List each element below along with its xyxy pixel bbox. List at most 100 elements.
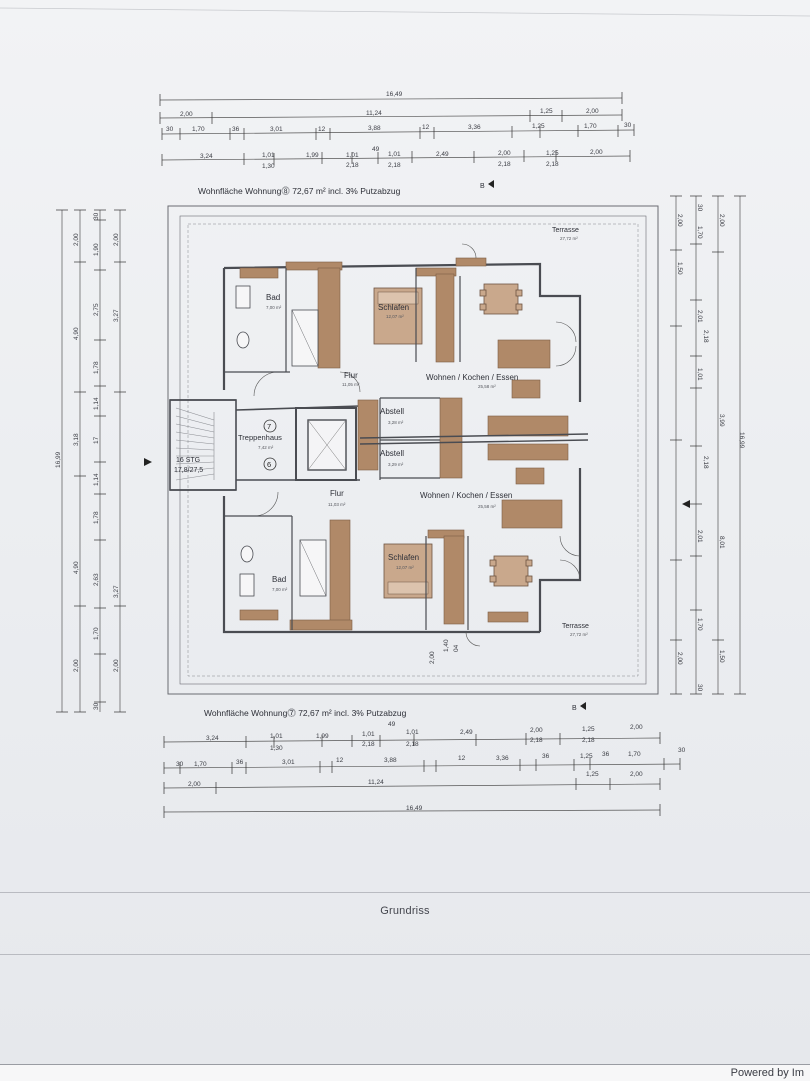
dim-right-o3: 1,50 [718,650,725,663]
dim-right-total: 16,99 [738,432,745,449]
dim-left-t0: 2,00 [113,233,120,246]
dim-top-left: 2,00 [180,111,193,118]
dim-bot-r2-4: 12 [336,757,344,764]
dim-right-o1: 3,99 [718,414,725,427]
dimension-chain-right [670,195,746,695]
room-flur-top-area: 11,05 m² [342,382,360,387]
dim-top-r3-10: 30 [624,122,632,129]
dim-right-i5: 2,18 [702,456,709,469]
dim-top-r3-9: 1,70 [584,123,597,130]
dim-bot-r2-8: 36 [542,753,550,760]
room-abstell-bottom: Abstell [380,449,404,458]
room-wohnen-bottom: Wohnen / Kochen / Essen [420,491,512,500]
dim-top-r4-3: 1,01 [346,152,359,159]
room-bad-bottom-area: 7,00 m² [272,587,288,592]
dim-top-r4-4: 1,01 [388,151,401,158]
stair-treads [175,407,215,481]
dim-top-r2: 2,00 [586,108,599,115]
beds [373,287,433,599]
svg-text:04: 04 [453,644,460,652]
dim-bot-r2-1: 1,70 [194,761,207,768]
dim-left-i8: 2,63 [93,573,100,586]
dim-top-r3-7: 3,36 [468,124,481,131]
dim-left-o0: 2,00 [73,233,80,246]
svg-text:1,40: 1,40 [443,639,450,652]
room-abstell-top-area: 3,28 m² [388,420,404,425]
dim-right-i0: 30 [696,204,703,212]
dim-top-r4-sub-0: 1,30 [262,163,275,170]
room-schlafen-top-area: 12,07 m² [386,314,404,319]
dim-bot-r2-11: 1,70 [628,751,641,758]
dim-top-r4-5: 2,49 [436,151,449,158]
dim-left-i3: 1,78 [93,361,100,374]
svg-text:B: B [480,183,485,190]
room-terrasse-bottom: Terrasse [562,623,589,630]
room-wohnen-bottom-area: 25,58 m² [478,504,496,509]
dim-left-o3: 4,90 [73,561,80,574]
unit-number-bottom: 6 [263,457,277,471]
stair-hall-label: Treppenhaus [238,433,282,442]
dim-bot-left: 2,00 [188,781,201,788]
stair-count: 16 STG [176,457,200,464]
dim-left-o4: 2,00 [73,659,80,672]
dim-left-i10: 30 [93,702,100,710]
dim-right-i4: 1,01 [696,368,703,381]
dim-bot-r2-5: 3,88 [384,757,397,764]
dimension-labels-left: 16,99 2,00 4,90 3,18 4,90 2,00 30 1,90 2… [55,212,120,710]
dim-top-r3-5: 3,88 [368,125,381,132]
section-marker-top: B [480,180,494,190]
dim-bot-r1-7: 1,25 [582,726,595,733]
dim-right-t0: 2,00 [676,214,683,227]
dim-bot-r1-6: 2,00 [530,727,543,734]
dim-right-i6: 2,01 [696,530,703,543]
dimension-chain-top [159,92,635,166]
room-terrasse-top: Terrasse [552,227,579,234]
area-label-bottom: Wohnfläche Wohnung⓻ 72,67 m² incl. 3% Pu… [204,708,407,718]
dim-left-i1: 1,90 [93,243,100,256]
dimension-chain-left [56,209,126,713]
glass-doors [359,433,589,445]
room-terrasse-bottom-area: 27,72 m² [570,632,588,637]
dim-bot-r2-3: 3,01 [282,759,295,766]
dim-right-i1: 1,70 [696,226,703,239]
dim-left-t3: 2,00 [113,659,120,672]
dim-top-r4-7: 1,25 [546,150,559,157]
dim-bot-r2: 2,00 [630,771,643,778]
dim-bot-r1-1: 1,01 [270,733,283,740]
room-schlafen-bottom-area: 12,07 m² [396,565,414,570]
dim-top-r4-sub-1: 2,18 [346,162,359,169]
dim-right-t2: 2,00 [676,652,683,665]
dim-right-i3: 2,18 [702,330,709,343]
dim-bot-r2-9: 1,25 [580,753,593,760]
room-bad-top: Bad [266,293,280,302]
dim-bot-r1: 1,25 [586,771,599,778]
dim-left-t1: 3,27 [113,309,120,322]
stair-hall-area: 7,42 m² [258,445,274,450]
dim-top-r1: 1,25 [540,108,553,115]
exterior-walls [222,262,582,634]
dim-bot-r1-sub-4: 2,18 [582,737,595,744]
dim-bot-r1-8: 2,00 [630,724,643,731]
dim-top-r3-3: 3,01 [270,126,283,133]
dim-top-r4-0: 3,24 [200,153,213,160]
dim-bot-r1-0: 3,24 [206,735,219,742]
dim-left-total: 16,99 [55,451,62,468]
section-arrow-left [144,458,152,466]
dim-top-r3-4: 12 [318,126,326,133]
dim-right-i2: 2,01 [696,310,703,323]
dim-left-o2: 3,18 [73,433,80,446]
dim-top-r4-2: 1,99 [306,152,319,159]
area-label-top: Wohnfläche Wohnung⓼ 72,67 m² incl. 3% Pu… [198,186,401,196]
svg-text:6: 6 [267,460,271,469]
dim-top-r3-2: 36 [232,126,240,133]
interior-walls [224,268,469,630]
powered-by-label[interactable]: Powered by Im [730,1067,804,1079]
room-flur-bottom-area: 11,03 m² [328,502,346,507]
dim-left-i6: 1,14 [93,473,100,486]
wall-hatch [239,257,569,631]
dim-right-i7: 1,70 [696,618,703,631]
dim-top-r3-1: 1,70 [192,126,205,133]
dim-bot-r2-2: 36 [236,759,244,766]
room-wohnen-top: Wohnen / Kochen / Essen [426,373,518,382]
